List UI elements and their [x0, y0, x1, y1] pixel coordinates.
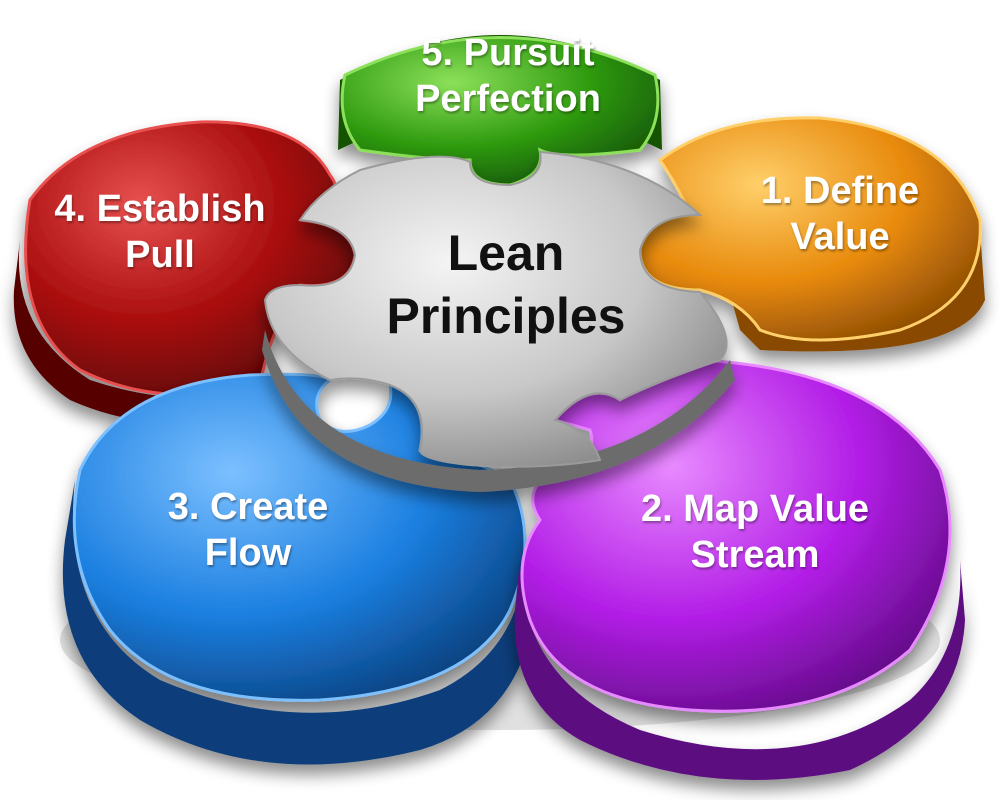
petal-flow-side: [62, 480, 535, 765]
label-map-value-stream-line2: Stream: [690, 534, 820, 577]
label-define-value-line2: Value: [790, 216, 890, 259]
center-title-line2: Principles: [386, 287, 626, 344]
label-create-flow-line2: Flow: [204, 532, 292, 575]
label-map-value-stream-line1: 2. Map Value: [640, 488, 870, 530]
petal-pull-side: [13, 240, 260, 423]
label-establish-pull-line1: 4. Establish: [54, 188, 266, 230]
center-title: Lean Principles: [346, 222, 666, 347]
label-pursuit-perfection-line1: 5. Pursuit: [421, 32, 595, 74]
label-define-value-line1: 1. Define: [760, 170, 920, 212]
center-title-line1: Lean: [447, 225, 565, 281]
petal-pursuit-top: [340, 36, 660, 187]
petal-define-value: [638, 116, 985, 352]
petal-map-side: [514, 560, 965, 780]
label-create-flow: 3. Create Flow: [148, 484, 348, 577]
label-establish-pull: 4. Establish Pull: [30, 186, 290, 279]
label-map-value-stream: 2. Map Value Stream: [610, 486, 900, 579]
label-create-flow-line1: 3. Create: [167, 486, 329, 528]
label-pursuit-perfection: 5. Pursuit Perfection: [388, 30, 628, 123]
label-establish-pull-line2: Pull: [125, 234, 195, 277]
label-pursuit-perfection-line2: Perfection: [415, 78, 601, 121]
hub-top: [263, 150, 728, 468]
hub-side: [262, 330, 735, 492]
label-define-value: 1. Define Value: [735, 168, 945, 261]
hub: [262, 150, 735, 492]
petal-pursuit-perfection: [338, 35, 662, 187]
